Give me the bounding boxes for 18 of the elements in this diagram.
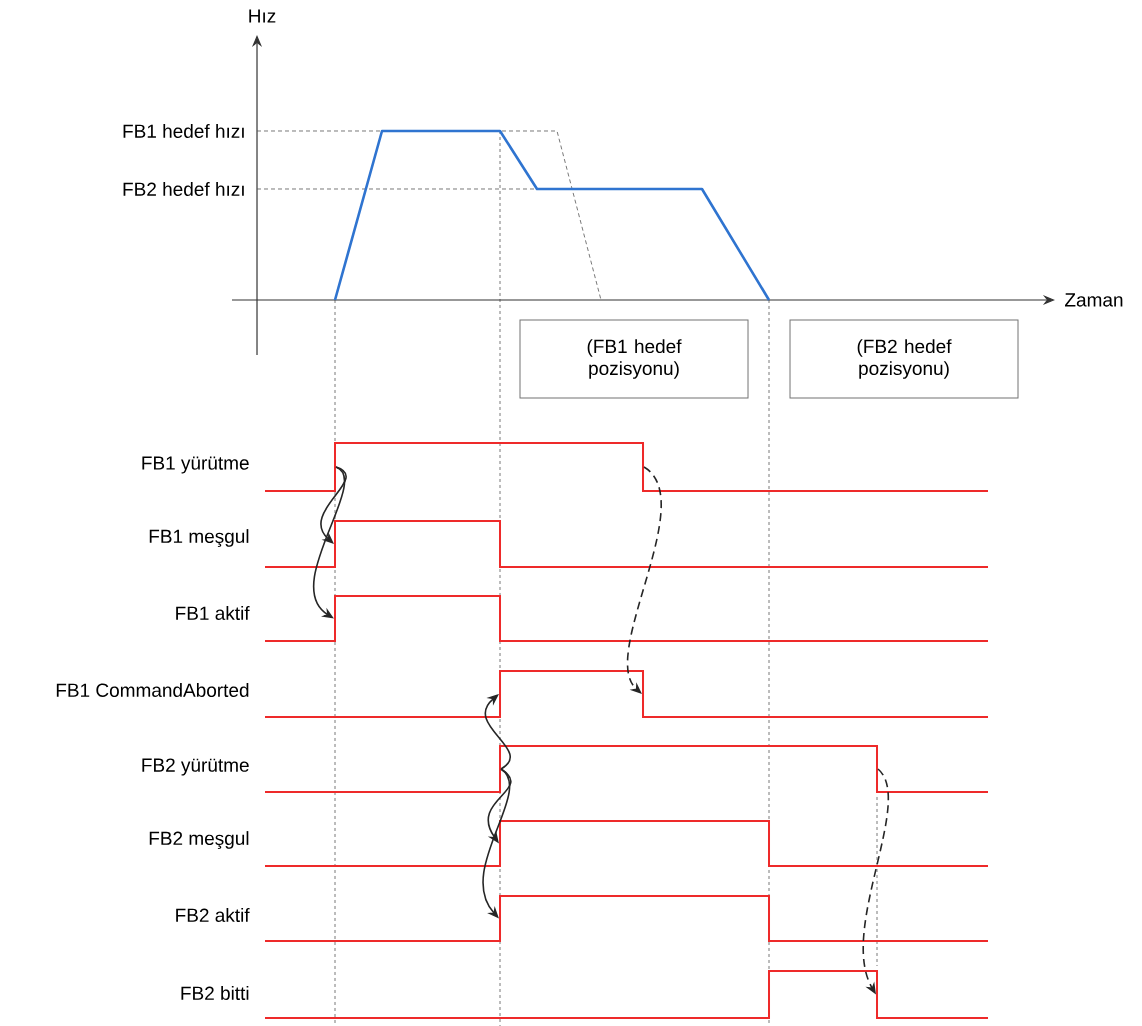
causal-arrow	[626, 466, 662, 694]
causal-arrow	[320, 466, 347, 544]
causal-arrow	[484, 694, 511, 770]
position-box: (FB1 hedef pozisyonu)	[519, 319, 749, 399]
axis-label: Zaman	[1065, 293, 1123, 307]
signal-name: FB2 meşgul	[149, 831, 249, 849]
signal-name: FB2 yürütme	[142, 758, 249, 776]
signal-name: FB1 meşgul	[149, 529, 249, 547]
signal-name: FB2 aktif	[176, 908, 250, 922]
signal-name: FB1 aktif	[176, 606, 250, 620]
signal-name: FB1 CommandAborted	[56, 683, 249, 697]
signal-name: FB2 bitti	[181, 986, 249, 1000]
speed-level-label: FB1 hedef hızı	[123, 124, 244, 138]
speed-level-label: FB2 hedef hızı	[123, 182, 244, 196]
causal-arrow	[313, 466, 346, 619]
signal-name: FB1 yürütme	[142, 456, 249, 474]
axis-label: Hız	[249, 9, 276, 23]
position-box: (FB2 hedef pozisyonu)	[789, 319, 1019, 399]
